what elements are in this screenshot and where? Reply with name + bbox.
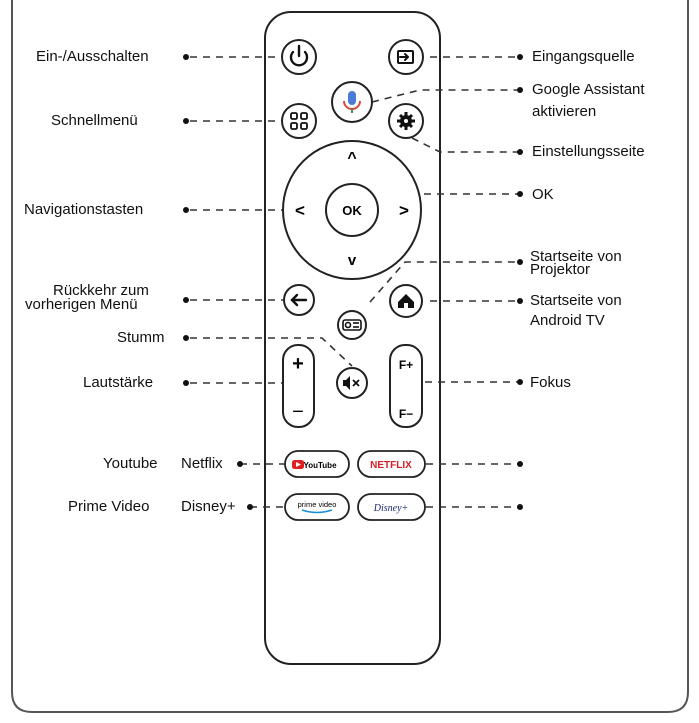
back-arrow-icon (290, 293, 308, 307)
youtube-button[interactable] (284, 450, 350, 478)
label-prime: Prime Video (68, 498, 150, 515)
card-border (11, 0, 689, 713)
volume-rocker[interactable] (282, 344, 315, 428)
prime-logo-text: prime video (298, 500, 337, 509)
ok-button[interactable] (325, 183, 379, 237)
youtube-logo-text: YouTube (303, 461, 337, 470)
focus-minus-label: F− (399, 407, 413, 421)
label-assistant-line2: aktivieren (532, 103, 597, 120)
label-quick-menu: Schnellmenü (51, 112, 138, 129)
leader-dots (183, 54, 523, 510)
nav-down-arrow[interactable]: v (348, 252, 357, 269)
quick-menu-icon (290, 112, 308, 130)
disney-button[interactable] (357, 493, 426, 521)
android-home-button[interactable] (389, 284, 423, 318)
label-projector-home-line1: Startseite von (530, 248, 622, 265)
label-navigation: Navigationstasten (24, 201, 144, 218)
mute-icon (343, 376, 360, 390)
volume-plus-label: + (292, 353, 304, 375)
projector-home-button[interactable] (337, 310, 367, 340)
label-input-source: Eingangsquelle (532, 48, 635, 65)
gear-icon (397, 112, 415, 130)
label-youtube: Youtube (103, 455, 158, 472)
label-power: Ein-/Ausschalten (36, 48, 149, 65)
mute-button[interactable] (336, 367, 368, 399)
input-source-icon (397, 50, 414, 64)
prime-smile-icon (301, 509, 333, 514)
label-focus: Fokus (530, 374, 571, 391)
focus-plus-label: F+ (399, 358, 413, 372)
nav-left-arrow[interactable]: < (295, 201, 305, 220)
disney-logo-text: Disney+ (373, 503, 409, 514)
label-assistant-line1: Google Assistant (532, 81, 645, 98)
label-android-home-line1: Startseite von (530, 292, 622, 309)
ok-label: OK (342, 203, 362, 218)
label-back-line2: vorherigen Menü (25, 296, 138, 313)
label-back-line1: Rückkehr zum (53, 282, 149, 299)
focus-rocker[interactable] (389, 344, 423, 428)
back-button[interactable] (283, 284, 315, 316)
label-projector-home-line2: Projektor (530, 261, 591, 278)
projector-icon (342, 319, 362, 331)
label-android-home-line2: Android TV (530, 312, 605, 329)
label-disney: Disney+ (181, 498, 236, 515)
label-netflix: Netflix (181, 455, 223, 472)
leader-lines (190, 56, 518, 508)
nav-up-arrow[interactable]: ^ (347, 150, 356, 167)
label-settings: Einstellungsseite (532, 143, 645, 160)
netflix-button[interactable] (357, 450, 426, 478)
label-ok: OK (532, 186, 554, 203)
label-volume: Lautstärke (83, 374, 154, 391)
settings-button[interactable] (388, 103, 424, 139)
quick-menu-button[interactable] (281, 103, 317, 139)
prime-video-button[interactable] (284, 493, 350, 521)
home-icon (398, 294, 414, 308)
nav-right-arrow[interactable]: > (399, 201, 409, 220)
input-source-button[interactable] (388, 39, 424, 75)
power-icon (289, 44, 309, 67)
volume-minus-label: − (292, 401, 304, 423)
label-mute: Stumm (117, 329, 165, 346)
power-button[interactable] (281, 39, 317, 75)
assistant-button[interactable] (331, 81, 373, 123)
netflix-logo-text: NETFLIX (370, 460, 412, 471)
microphone-icon (343, 91, 361, 113)
